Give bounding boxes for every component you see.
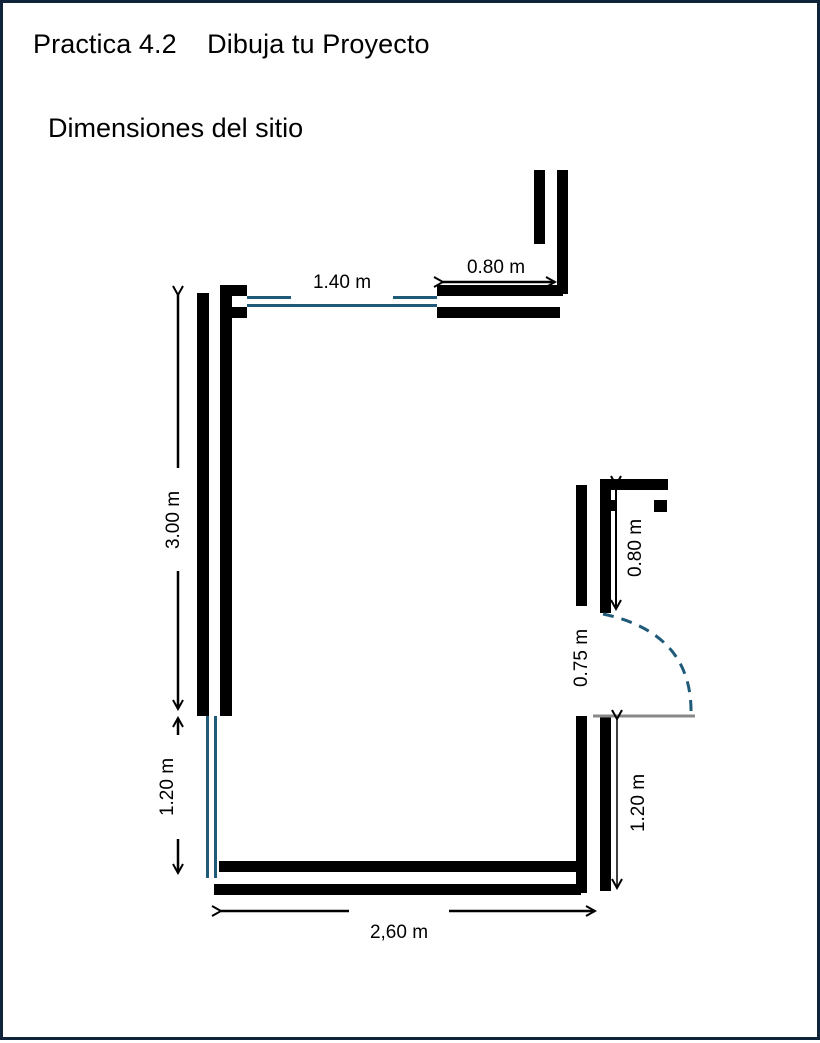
left-wall-inner: [220, 285, 232, 716]
left-window-pane-outer: [206, 716, 209, 878]
door: [593, 612, 695, 718]
label-right-lower: 1.20 m: [628, 774, 649, 832]
top-wall-inner: [437, 307, 560, 318]
top-wall-outer: [437, 285, 563, 296]
right-lower-wall-inner: [576, 716, 587, 893]
label-left-wall: 3.00 m: [163, 491, 184, 549]
page-title: Practica 4.2 Dibuja tu Proyecto: [33, 29, 430, 59]
label-bottom-wall: 2,60 m: [370, 922, 428, 943]
dimension-labels: 1.40 m 0.80 m 3.00 m 1.20 m 2,60 m 0.80 …: [157, 257, 649, 943]
bottom-wall-outer: [214, 884, 581, 895]
top-window-pane-left: [247, 296, 291, 299]
right-upper-block: [654, 500, 667, 512]
top-window-pane-right: [393, 296, 437, 299]
right-upper-stub: [608, 500, 616, 511]
section-subtitle: Dimensiones del sitio: [48, 113, 304, 143]
walls: [197, 170, 668, 895]
label-door: 0.75 m: [571, 629, 592, 687]
right-upper-wall-inner: [600, 479, 611, 613]
door-swing-arc: [602, 612, 693, 716]
corner-stub-top: [220, 285, 247, 296]
top-right-wall-outer: [557, 170, 568, 294]
label-left-window: 1.20 m: [157, 758, 178, 816]
left-window-pane-inner: [214, 716, 217, 878]
dimension-lines: [178, 282, 617, 911]
corner-stub-bottom: [220, 307, 247, 318]
bottom-wall-inner: [219, 861, 587, 872]
floor-plan: 1.40 m 0.80 m 3.00 m 1.20 m 2,60 m 0.80 …: [157, 170, 695, 943]
label-top-right: 0.80 m: [467, 257, 525, 278]
left-wall-outer: [197, 293, 209, 716]
label-top-window: 1.40 m: [313, 272, 371, 293]
top-window-sill: [247, 304, 437, 307]
right-upper-top-wall: [600, 479, 668, 490]
right-upper-wall-outer: [576, 485, 587, 606]
top-right-wall-inner: [534, 170, 545, 244]
label-right-upper: 0.80 m: [625, 519, 646, 577]
windows: [206, 296, 437, 878]
right-lower-wall-outer: [600, 716, 611, 891]
